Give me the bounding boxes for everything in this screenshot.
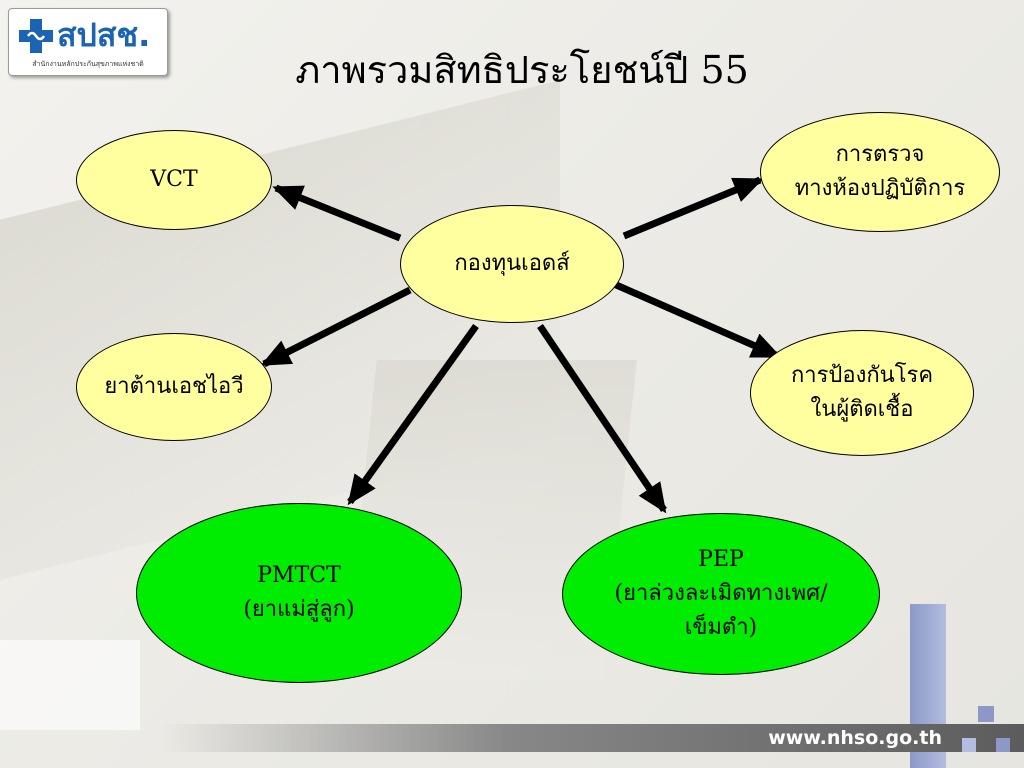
node-aids-fund-label: กองทุนเอดส์ (454, 251, 570, 276)
nhso-cross-logo-icon (19, 19, 53, 53)
node-pmtct-line-1: PMTCT (257, 563, 341, 588)
node-pep-line-3: เข็มตำ) (684, 615, 758, 640)
node-vct: VCT (76, 130, 272, 230)
arrow-to-pep (537, 324, 667, 514)
node-lab-test-line-1: การตรวจ (835, 142, 925, 167)
node-aids-fund: กองทุนเอดส์ (400, 205, 624, 323)
footer-url: www.nhso.go.th (768, 727, 942, 749)
arrow-to-lab (622, 176, 764, 240)
page-title: ภาพรวมสิทธิประโยชน์ปี 55 (295, 48, 749, 92)
node-pep: PEP (ยาล่วงละเมิดทางเพศ/ เข็มตำ) (562, 513, 880, 675)
arrow-to-arv (260, 286, 412, 368)
node-pmtct: PMTCT (ยาแม่สู่ลูก) (136, 503, 462, 683)
node-vct-label: VCT (150, 167, 198, 192)
node-pmtct-line-2: (ยาแม่สู่ลูก) (243, 597, 355, 622)
logo-text: สปสช. (57, 16, 151, 54)
node-arv: ยาต้านเอชไอวี (76, 333, 272, 441)
arrow-to-pmtct (347, 323, 479, 506)
decorative-square (978, 706, 994, 722)
arrow-to-vct (272, 184, 402, 242)
node-prevention-line-1: การป้องกันโรค (790, 363, 934, 388)
arrow-to-prevention (612, 280, 782, 360)
footer-bar (160, 724, 1024, 752)
decorative-square (962, 738, 976, 752)
logo-subtitle: สำนักงานหลักประกันสุขภาพแห่งชาติ (32, 60, 144, 68)
decorative-square (996, 738, 1010, 752)
node-pep-line-2: (ยาล่วงละเมิดทางเพศ/ (614, 581, 828, 606)
node-arv-label: ยาต้านเอชไอวี (104, 374, 244, 399)
nhso-logo: สปสช. สำนักงานหลักประกันสุขภาพแห่งชาติ (8, 8, 168, 76)
node-pep-line-1: PEP (698, 547, 744, 572)
node-prevention-line-2: ในผู้ติดเชื้อ (810, 397, 914, 422)
node-lab-test: การตรวจ ทางห้องปฏิบัติการ (760, 112, 1000, 232)
background-panel (0, 640, 140, 730)
node-lab-test-line-2: ทางห้องปฏิบัติการ (794, 176, 966, 201)
node-prevention: การป้องกันโรค ในผู้ติดเชื้อ (750, 330, 974, 456)
